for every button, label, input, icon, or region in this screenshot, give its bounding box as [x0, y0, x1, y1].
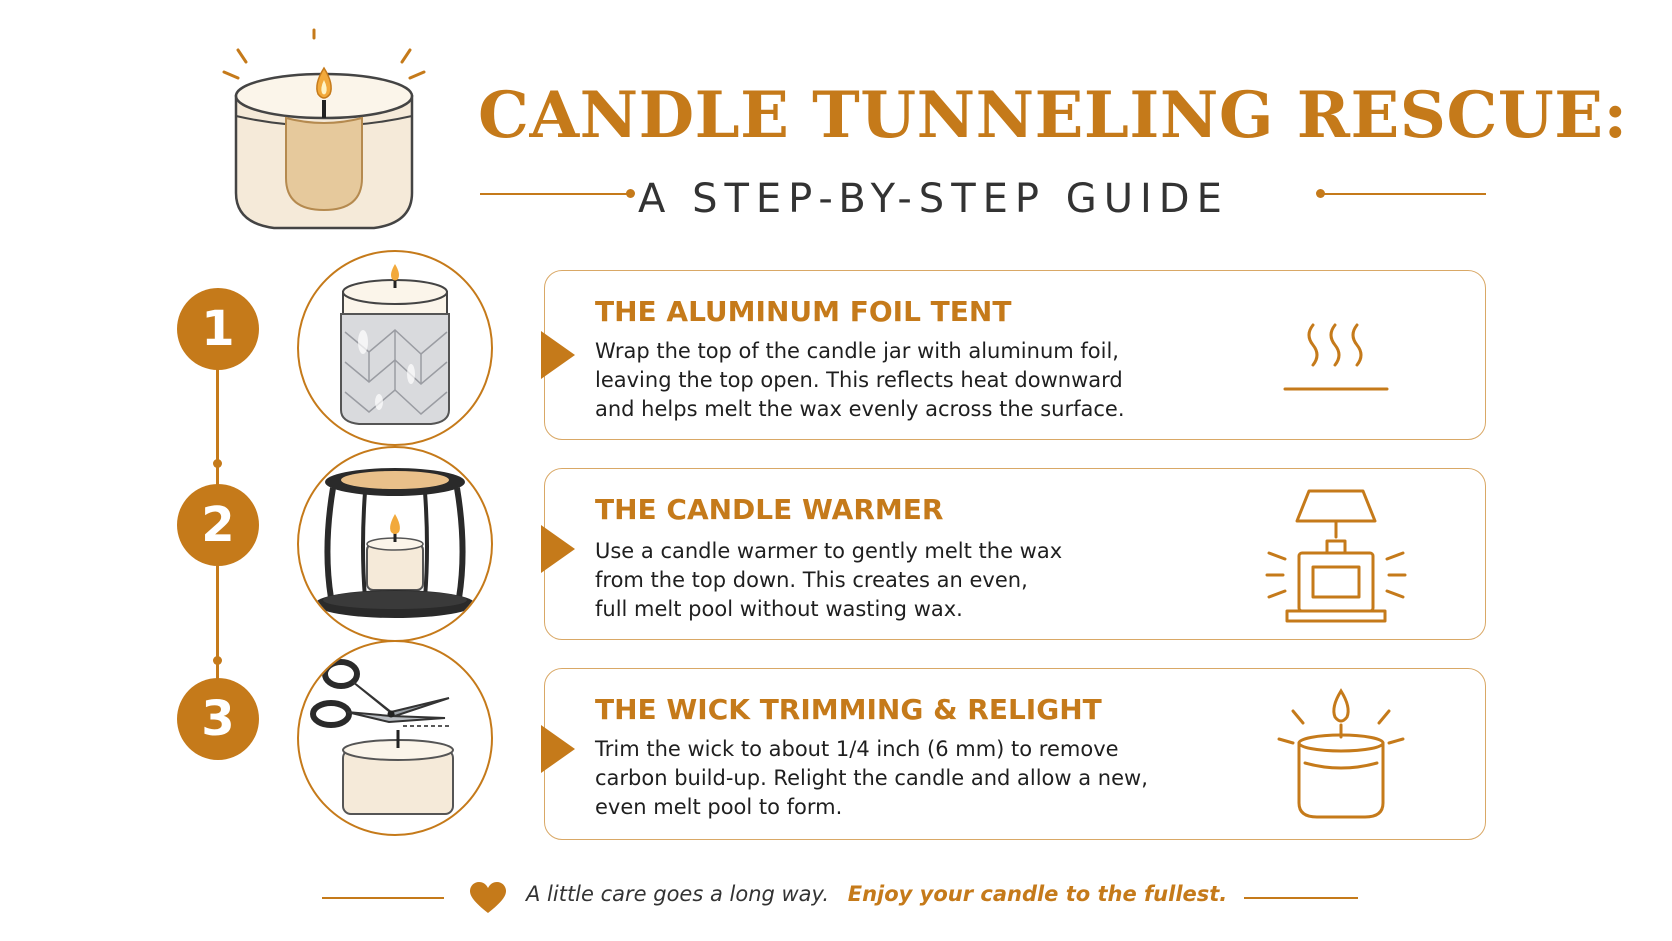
subtitle-dot-right: [1316, 189, 1325, 198]
heart-icon: [470, 882, 506, 913]
step-description-line: even melt pool to form.: [595, 795, 843, 819]
step-description-line: carbon build-up. Relight the candle and …: [595, 766, 1148, 790]
step-title: THE CANDLE WARMER: [595, 493, 944, 526]
step-description-line: Wrap the top of the candle jar with alum…: [595, 339, 1119, 363]
warmer-lamp-icon: [1265, 489, 1407, 623]
foil-wrapped-jar-icon: [340, 264, 450, 425]
timeline-dot: [213, 656, 222, 665]
footer-text: A little care goes a long way.: [526, 882, 830, 906]
subtitle-dot-left: [626, 189, 635, 198]
lit-candle-icon: [1277, 688, 1405, 819]
footer-rule-left: [322, 897, 444, 899]
step-description-line: from the top down. This creates an even,: [595, 568, 1028, 592]
card-pointer: [541, 525, 575, 573]
footer-accent-text: Enjoy your candle to the fullest.: [847, 882, 1228, 906]
timeline-dot: [213, 459, 222, 468]
step-description: Wrap the top of the candle jar with alum…: [595, 337, 1195, 424]
step-number-1: 1: [177, 288, 259, 370]
subtitle-rule-left: [480, 193, 630, 195]
step-title: THE WICK TRIMMING & RELIGHT: [595, 693, 1102, 726]
step-description: Trim the wick to about 1/4 inch (6 mm) t…: [595, 735, 1195, 822]
step-number-2: 2: [177, 484, 259, 566]
subtitle-rule-right: [1322, 193, 1486, 195]
step-2-illustration: [297, 446, 493, 642]
step-card-3: THE WICK TRIMMING & RELIGHT Trim the wic…: [541, 668, 1486, 840]
step-description: Use a candle warmer to gently melt the w…: [595, 537, 1195, 624]
footer-tagline: A little care goes a long way. Enjoy you…: [526, 882, 1227, 906]
step-title: THE ALUMINUM FOIL TENT: [595, 295, 1012, 328]
footer-rule-right: [1244, 897, 1358, 899]
timeline-connector: [216, 366, 219, 494]
card-pointer: [541, 725, 575, 773]
card-pointer: [541, 331, 575, 379]
step-description-line: and helps melt the wax evenly across the…: [595, 397, 1125, 421]
candle-jar-illustration: [222, 28, 426, 230]
step-description-line: leaving the top open. This reflects heat…: [595, 368, 1123, 392]
step-description-line: Use a candle warmer to gently melt the w…: [595, 539, 1063, 563]
step-number-3: 3: [177, 678, 259, 760]
step-card-2: THE CANDLE WARMER Use a candle warmer to…: [541, 468, 1486, 640]
candle-warmer-stand-icon: [315, 468, 475, 618]
step-description-line: full melt pool without wasting wax.: [595, 597, 963, 621]
timeline-connector: [216, 564, 219, 688]
heat-waves-icon: [1283, 323, 1389, 391]
page-title: CANDLE TUNNELING RESCUE:: [478, 78, 1628, 153]
step-card-1: THE ALUMINUM FOIL TENT Wrap the top of t…: [541, 270, 1486, 440]
page-subtitle: A STEP-BY-STEP GUIDE: [638, 176, 1229, 222]
step-3-illustration: [297, 640, 493, 836]
step-description-line: Trim the wick to about 1/4 inch (6 mm) t…: [595, 737, 1119, 761]
scissors-trimming-wick-icon: [310, 659, 454, 815]
step-1-illustration: [297, 250, 493, 446]
